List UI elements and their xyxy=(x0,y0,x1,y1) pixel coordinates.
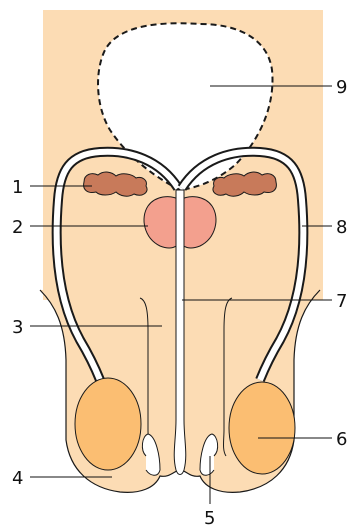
callout-number-9: 9 xyxy=(336,77,347,98)
callout-number-4: 4 xyxy=(12,468,23,489)
testis-left xyxy=(75,378,141,470)
callout-number-3: 3 xyxy=(12,317,23,338)
callout-number-8: 8 xyxy=(336,217,347,238)
callout-number-1: 1 xyxy=(12,177,23,198)
urethra xyxy=(174,190,186,475)
callout-number-2: 2 xyxy=(12,217,23,238)
testis-right xyxy=(229,382,295,474)
callout-number-6: 6 xyxy=(336,429,347,450)
callout-number-7: 7 xyxy=(336,291,347,312)
callout-number-5: 5 xyxy=(204,508,215,526)
